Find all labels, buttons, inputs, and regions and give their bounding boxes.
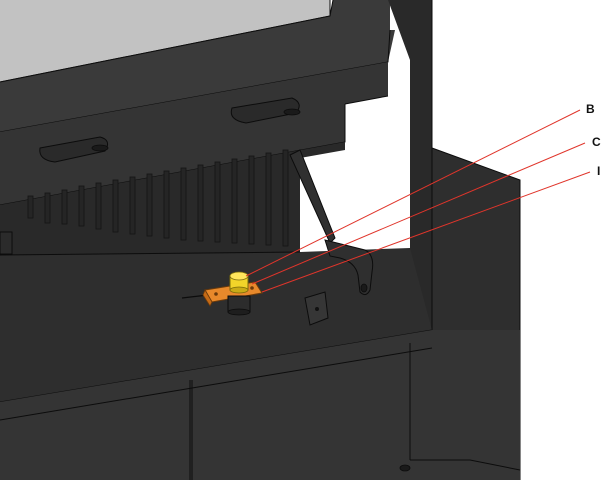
heat-sink-fins (27, 149, 289, 247)
lower-hole (399, 464, 411, 472)
curved-bracket (324, 239, 374, 296)
tab-left (39, 136, 109, 163)
right-housing-front (432, 0, 520, 330)
leader-d (261, 171, 591, 293)
leader-lines (245, 109, 591, 293)
leader-c (251, 142, 586, 285)
left-block (0, 231, 13, 255)
top-gray-panel (0, 0, 330, 82)
upper-housing (0, 0, 395, 132)
yellow-cable-connector (229, 271, 249, 294)
callout-d-label: I (597, 164, 600, 178)
leader-b (245, 109, 581, 277)
floor-plate (0, 248, 432, 402)
callout-c-label: C (592, 135, 601, 149)
tab-right (230, 97, 301, 124)
metal-clip (304, 291, 329, 326)
right-housing-side (388, 0, 432, 335)
angled-bracket (289, 149, 336, 244)
callout-b-label: B (586, 102, 595, 116)
connector-body (227, 295, 251, 316)
lower-front-panel (0, 330, 520, 480)
fin-region (0, 142, 345, 255)
